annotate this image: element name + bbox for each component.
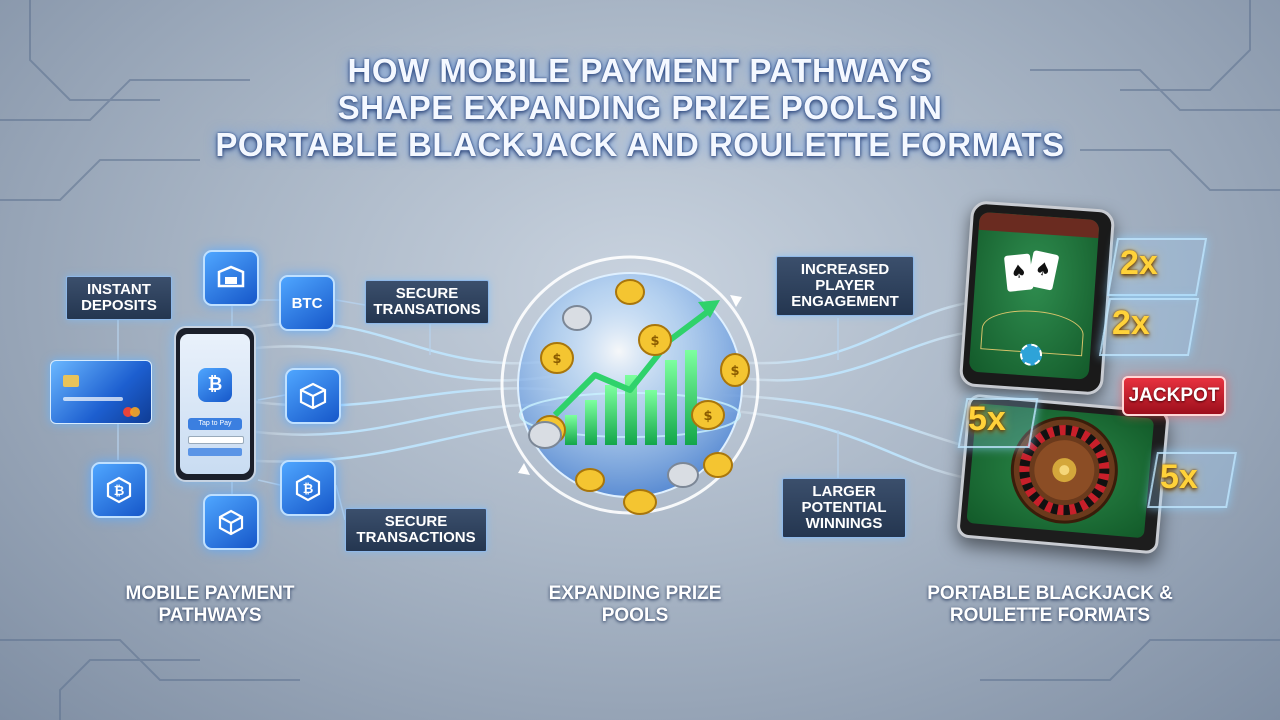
wallet-icon <box>203 250 259 306</box>
bitcoin-shield-icon: ₿ <box>91 462 147 518</box>
svg-text:$: $ <box>703 409 712 424</box>
cube-icon <box>203 494 259 550</box>
svg-text:$: $ <box>650 334 659 349</box>
tap-to-pay-label: Tap to Pay <box>198 420 232 427</box>
svg-text:$: $ <box>730 364 739 379</box>
label-secure-transactions: SECURE TRANSACTIONS <box>345 508 487 552</box>
blackjack-phone: ♠ ♠ <box>958 200 1116 396</box>
svg-text:₿: ₿ <box>114 484 125 499</box>
multiplier-2x-top: 2x <box>1120 244 1158 282</box>
label-instant-deposits: INSTANT DEPOSITS <box>66 276 172 320</box>
roulette-wheel-icon <box>1010 416 1118 524</box>
phone-bitcoin-icon: ₿ <box>198 368 232 402</box>
coin-icons: $ $ $ $ $ <box>528 279 750 515</box>
svg-text:$: $ <box>552 352 561 367</box>
btc-label: BTC <box>291 294 323 312</box>
payment-phone: ₿ Tap to Pay <box>174 326 256 482</box>
svg-text:₿: ₿ <box>303 482 314 497</box>
multiplier-5x-right: 5x <box>1160 458 1198 496</box>
page-title: HOW MOBILE PAYMENT PATHWAYS SHAPE EXPAND… <box>140 52 1140 163</box>
tap-to-pay-button[interactable] <box>188 418 242 430</box>
label-increased-engagement: INCREASED PLAYER ENGAGEMENT <box>776 256 914 316</box>
jackpot-badge: JACKPOT <box>1122 376 1226 416</box>
bitcoin-hex-icon: ₿ <box>280 460 336 516</box>
playing-card-icon: ♠ <box>1026 250 1060 291</box>
growth-chart-icon <box>552 300 720 445</box>
credit-card-icon <box>50 360 152 424</box>
roulette-tablet <box>956 393 1170 555</box>
btc-icon: BTC <box>279 275 335 331</box>
multiplier-5x-left: 5x <box>968 400 1006 438</box>
title-line-1: HOW MOBILE PAYMENT PATHWAYS <box>347 52 933 89</box>
title-line-3: PORTABLE BLACKJACK AND ROULETTE FORMATS <box>215 126 1065 163</box>
chip-icon <box>1019 342 1043 367</box>
caption-expanding-prize-pools: EXPANDING PRIZE POOLS <box>548 583 722 626</box>
label-secure-transations: SECURE TRANSATIONS <box>365 280 489 324</box>
label-larger-winnings: LARGER POTENTIAL WINNINGS <box>782 478 906 538</box>
multiplier-2x-bottom: 2x <box>1112 304 1150 342</box>
title-line-2: SHAPE EXPANDING PRIZE POOLS IN <box>337 89 943 126</box>
caption-mobile-payment: MOBILE PAYMENT PATHWAYS <box>125 583 295 626</box>
package-icon <box>285 368 341 424</box>
caption-portable-formats: PORTABLE BLACKJACK & ROULETTE FORMATS <box>927 583 1173 626</box>
prize-pool-sphere: $ $ $ $ $ <box>500 255 760 515</box>
